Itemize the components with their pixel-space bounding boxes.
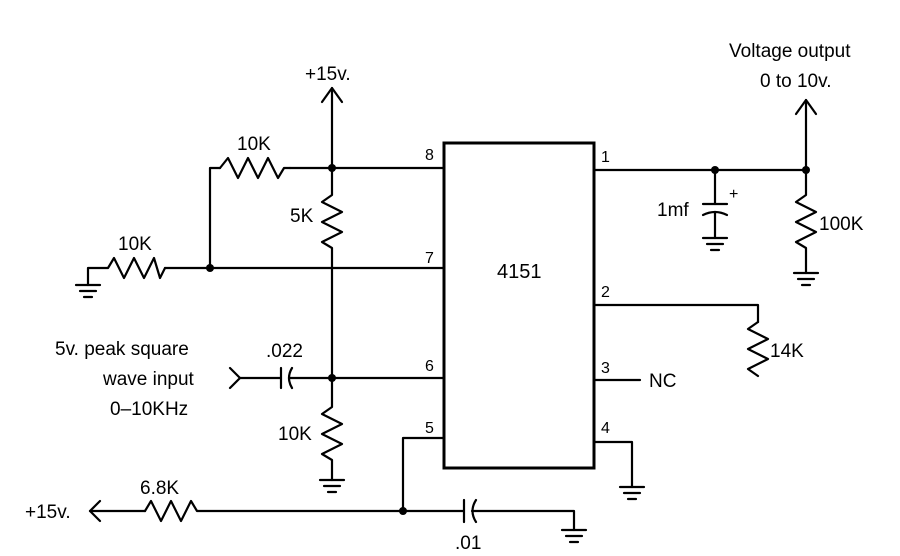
resistor-14k bbox=[746, 320, 770, 378]
resistor-10k-top bbox=[218, 156, 292, 180]
pin-2-number: 2 bbox=[601, 284, 610, 301]
resistor-5k-label: 5K bbox=[290, 206, 314, 227]
pin-4-number: 4 bbox=[601, 420, 610, 437]
capacitor-1mf bbox=[701, 168, 729, 240]
ground-100k-icon bbox=[792, 271, 820, 287]
output-arrow bbox=[794, 98, 818, 172]
pin-3-number: 3 bbox=[601, 360, 610, 377]
pin-7-number: 7 bbox=[425, 250, 434, 267]
junction-dot bbox=[802, 166, 810, 174]
resistor-100k-label: 100K bbox=[819, 214, 864, 235]
supply-left-arrow bbox=[88, 499, 147, 523]
pin-2-wire bbox=[592, 303, 760, 324]
junction-dot bbox=[328, 164, 336, 172]
output-range: 0 to 10v. bbox=[760, 71, 831, 92]
pin-4-wire bbox=[592, 440, 634, 489]
resistor-10k-left-label: 10K bbox=[118, 234, 152, 255]
capacitor-01 bbox=[401, 498, 576, 532]
resistor-6-8k bbox=[143, 499, 405, 523]
pin-8-wire bbox=[208, 166, 446, 270]
input-label-line2: wave input bbox=[102, 369, 195, 390]
pin-6-number: 6 bbox=[425, 358, 434, 375]
pin-8-number: 8 bbox=[425, 147, 434, 164]
resistor-10k-top-label: 10K bbox=[237, 134, 271, 155]
capacitor-1mf-polarity: + bbox=[729, 186, 738, 203]
ground-lower-icon bbox=[318, 478, 346, 494]
input-label-line1: 5v. peak square bbox=[55, 339, 189, 360]
pin-1-number: 1 bbox=[601, 149, 610, 166]
pin-5-wire bbox=[401, 436, 446, 513]
resistor-5k bbox=[320, 166, 344, 270]
ic-label: 4151 bbox=[497, 261, 542, 283]
resistor-10k-lower-label: 10K bbox=[278, 424, 312, 445]
capacitor-022 bbox=[279, 366, 446, 390]
input-label-line3: 0–10KHz bbox=[110, 399, 188, 420]
pin-5-number: 5 bbox=[425, 420, 434, 437]
resistor-100k bbox=[794, 168, 818, 275]
capacitor-022-label: .022 bbox=[266, 341, 303, 362]
resistor-14k-label: 14K bbox=[770, 341, 804, 362]
junction-dot bbox=[399, 507, 407, 515]
supply-top-arrow bbox=[320, 86, 344, 170]
supply-top-label: +15v. bbox=[305, 64, 351, 85]
output-title: Voltage output bbox=[729, 41, 851, 62]
input-arrow-icon bbox=[228, 366, 282, 390]
junction-dot bbox=[328, 374, 336, 382]
ground-cap-icon bbox=[701, 236, 729, 252]
ic-4151-body bbox=[442, 141, 596, 470]
resistor-10k-left bbox=[86, 256, 167, 287]
ground-left-icon bbox=[74, 283, 102, 299]
capacitor-01-label: .01 bbox=[455, 533, 481, 554]
junction-dot bbox=[711, 166, 719, 174]
resistor-10k-lower bbox=[320, 376, 344, 482]
supply-left-label: +15v. bbox=[25, 502, 71, 523]
resistor-6-8k-label: 6.8K bbox=[140, 478, 179, 499]
ground-pin4-icon bbox=[618, 485, 646, 501]
capacitor-1mf-label: 1mf bbox=[657, 200, 689, 221]
nc-label: NC bbox=[649, 371, 676, 392]
ground-bottom-icon bbox=[560, 528, 588, 544]
junction-dot bbox=[206, 264, 214, 272]
